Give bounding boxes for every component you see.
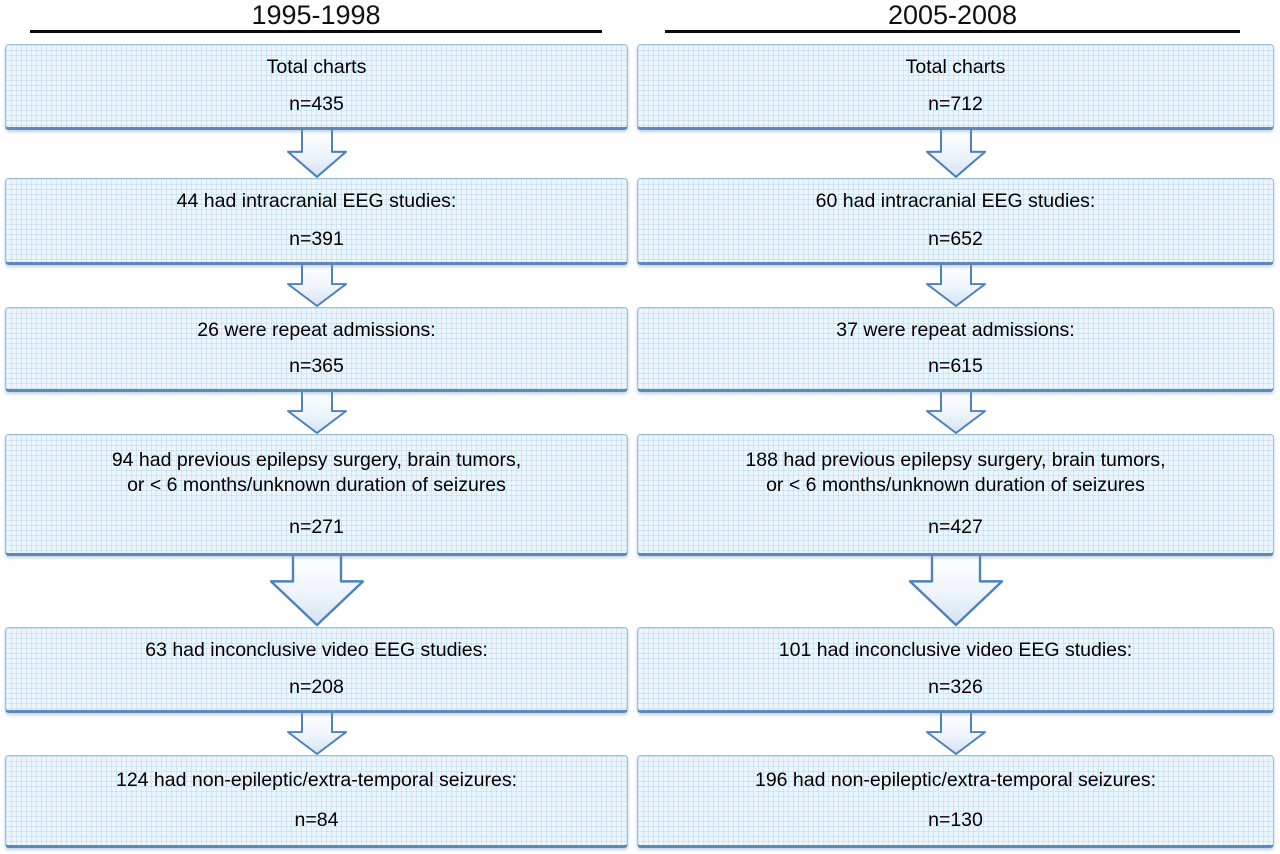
down-arrow	[5, 130, 628, 178]
box-count: n=427	[928, 516, 983, 539]
flow-box-exclusions: 188 had previous epilepsy surgery, brain…	[637, 434, 1274, 556]
down-arrow	[637, 713, 1274, 755]
box-count: n=208	[289, 676, 344, 698]
flow-box-inconclusive-video-eeg: 101 had inconclusive video EEG studies: …	[637, 627, 1274, 713]
flow-box-repeat-admissions: 37 were repeat admissions: n=615	[637, 307, 1274, 392]
flow-box-intracranial-eeg: 44 had intracranial EEG studies: n=391	[5, 178, 628, 265]
down-arrow	[5, 713, 628, 755]
flow-box-total-charts: Total charts n=435	[5, 44, 628, 130]
flow-box-total-charts: Total charts n=712	[637, 44, 1274, 130]
box-title-line1: 188 had previous epilepsy surgery, brain…	[745, 448, 1166, 471]
box-title-line2: or < 6 months/unknown duration of seizur…	[766, 473, 1145, 496]
box-count: n=326	[928, 676, 983, 698]
column-1995-1998: 1995-1998 Total charts n=435 44 had intr…	[5, 0, 628, 848]
box-count: n=391	[289, 227, 344, 250]
box-count: n=271	[289, 516, 344, 539]
column-header-1995-1998: 1995-1998	[30, 0, 602, 33]
column-2005-2008: 2005-2008 Total charts n=712 60 had intr…	[637, 0, 1274, 848]
flow-box-repeat-admissions: 26 were repeat admissions: n=365	[5, 307, 628, 392]
box-title: 26 were repeat admissions:	[197, 318, 436, 341]
box-count: n=652	[928, 227, 983, 250]
box-count: n=712	[928, 93, 983, 115]
box-title: 37 were repeat admissions:	[836, 318, 1075, 341]
box-title: 124 had non-epileptic/extra-temporal sei…	[115, 768, 518, 791]
down-arrow	[5, 265, 628, 307]
down-arrow-large	[637, 556, 1274, 627]
box-title: Total charts	[266, 56, 367, 78]
flow-box-inconclusive-video-eeg: 63 had inconclusive video EEG studies: n…	[5, 627, 628, 713]
column-header-2005-2008: 2005-2008	[665, 0, 1240, 33]
box-title: 44 had intracranial EEG studies:	[176, 190, 457, 213]
flow-box-intracranial-eeg: 60 had intracranial EEG studies: n=652	[637, 178, 1274, 265]
box-count: n=435	[289, 93, 344, 115]
box-title: 196 had non-epileptic/extra-temporal sei…	[754, 768, 1157, 791]
box-title: Total charts	[905, 56, 1006, 78]
flow-box-non-epileptic: 124 had non-epileptic/extra-temporal sei…	[5, 755, 628, 848]
box-count: n=130	[928, 809, 983, 832]
down-arrow	[5, 392, 628, 434]
box-title: 63 had inconclusive video EEG studies:	[145, 639, 488, 661]
down-arrow	[637, 392, 1274, 434]
flow-box-non-epileptic: 196 had non-epileptic/extra-temporal sei…	[637, 755, 1274, 848]
box-count: n=84	[294, 809, 339, 832]
down-arrow-large	[5, 556, 628, 627]
box-title: 94 had previous epilepsy surgery, brain …	[112, 448, 521, 498]
down-arrow	[637, 130, 1274, 178]
flow-box-exclusions: 94 had previous epilepsy surgery, brain …	[5, 434, 628, 556]
box-title: 60 had intracranial EEG studies:	[815, 190, 1096, 213]
box-title-line2: or < 6 months/unknown duration of seizur…	[127, 473, 506, 496]
box-count: n=365	[289, 355, 344, 378]
box-count: n=615	[928, 355, 983, 378]
box-title: 188 had previous epilepsy surgery, brain…	[745, 448, 1165, 498]
down-arrow	[637, 265, 1274, 307]
box-title: 101 had inconclusive video EEG studies:	[778, 639, 1133, 661]
box-title-line1: 94 had previous epilepsy surgery, brain …	[111, 448, 522, 471]
